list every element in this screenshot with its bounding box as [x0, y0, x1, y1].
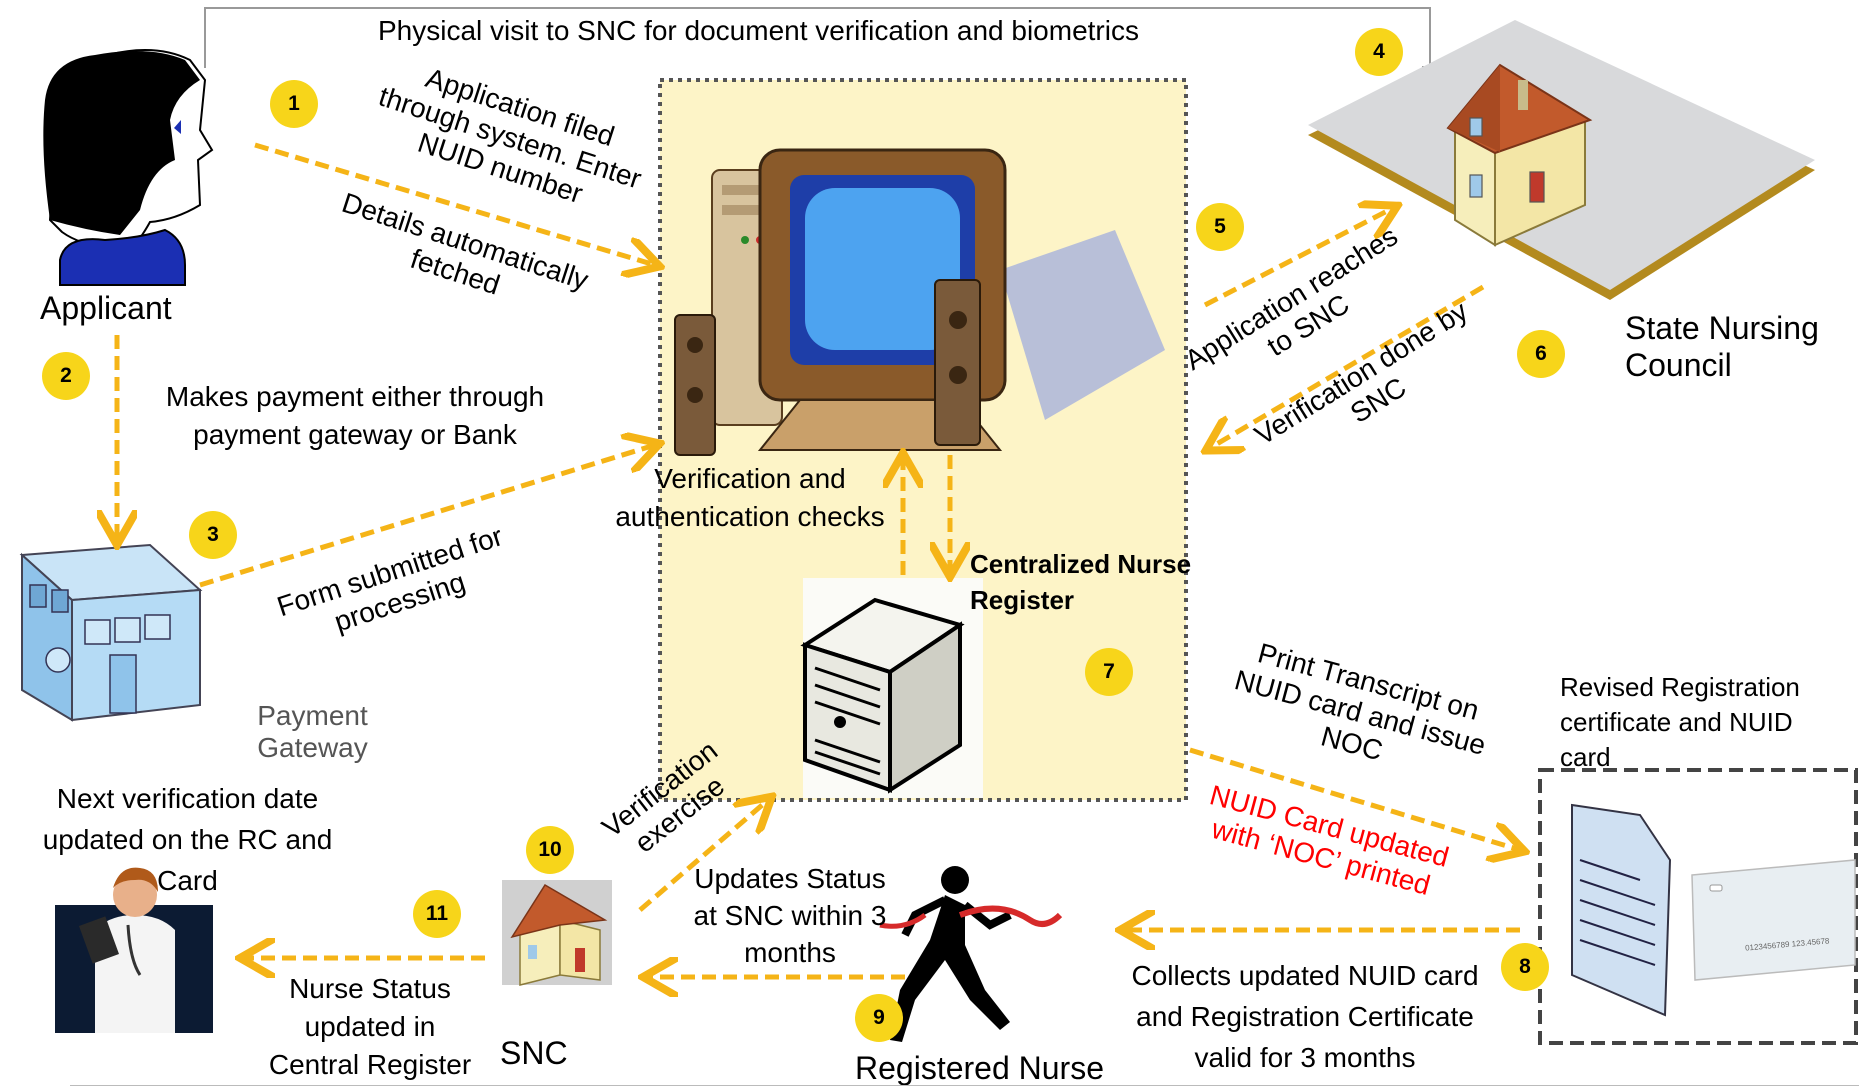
server-tower	[800, 578, 983, 798]
step-badge-5: 5	[1196, 203, 1244, 251]
applicant-figure	[43, 49, 214, 286]
step-badge-6: 6	[1517, 330, 1565, 378]
step-2-line-2: payment gateway or Bank	[193, 419, 517, 450]
step-8-text: Collects updated NUID card and Registrat…	[1085, 955, 1525, 1078]
arrow-step-6	[1210, 284, 1485, 448]
step-11-text: Nurse Status updated in Central Register	[250, 970, 490, 1084]
next-verification-line-1: Next verification date	[56, 783, 319, 814]
certificate-document	[1571, 803, 1672, 1017]
step-badge-4: 4	[1355, 28, 1403, 76]
step-badge-3: 3	[189, 511, 237, 559]
step-9-line-1: Updates Status	[694, 863, 886, 894]
step-2-line-1: Makes payment either through	[165, 381, 545, 412]
state-nursing-council-building	[1308, 20, 1815, 300]
revised-docs-box	[1538, 768, 1858, 1045]
revised-docs-line-1: Revised Registration	[1560, 672, 1800, 702]
step-8-line-1: Collects updated NUID card	[1131, 960, 1479, 991]
revised-docs-label: Revised Registration certificate and NUI…	[1560, 670, 1800, 775]
registered-nurse-label: Registered Nurse	[855, 1050, 1104, 1086]
register-label-line-1: Centralized Nurse	[970, 549, 1192, 579]
bottom-divider	[70, 1085, 1859, 1086]
snc-small-label: SNC	[500, 1035, 568, 1071]
verification-checks-text: Verification and authentication checks	[580, 460, 920, 536]
step-11-line-3: Central Register	[268, 1049, 472, 1080]
step-11-line-1: Nurse Status	[289, 973, 451, 1004]
arrow-step-5	[1203, 208, 1393, 308]
physical-visit-connector	[204, 7, 1430, 78]
physical-visit-label: Physical visit to SNC for document verif…	[378, 15, 1139, 46]
step-badge-10: 10	[526, 826, 574, 874]
snc-label-line-2: Council	[1625, 346, 1732, 383]
step-badge-7: 7	[1085, 648, 1133, 696]
snc-label-line-1: State Nursing	[1625, 310, 1819, 346]
step-badge-2: 2	[42, 352, 90, 400]
next-verification-line-2: updated on the RC and	[42, 824, 333, 855]
step-badge-11: 11	[413, 890, 461, 938]
step-badge-1: 1	[270, 80, 318, 128]
register-label-line-2: Register	[970, 585, 1075, 615]
next-verification-text: Next verification date updated on the RC…	[0, 778, 375, 901]
revised-docs-line-3: card	[1560, 742, 1611, 772]
step-8-line-2: and Registration Certificate	[1136, 1001, 1474, 1032]
step-9-line-3: months	[744, 937, 836, 968]
revised-docs-line-2: certificate and NUID	[1560, 707, 1793, 737]
step-2-text: Makes payment either through payment gat…	[130, 378, 580, 454]
doctor-figure	[55, 867, 213, 1033]
nuid-card	[1691, 859, 1856, 981]
verification-checks-line-2: authentication checks	[615, 501, 885, 532]
centralized-register-label: Centralized Nurse Register	[970, 546, 1191, 618]
payment-gateway-label: Payment Gateway	[230, 700, 395, 764]
arrow-step-1	[254, 142, 655, 265]
step-9-line-2: at SNC within 3	[693, 900, 887, 931]
arrow-step-10	[638, 800, 768, 912]
next-verification-line-3: Card	[157, 865, 218, 896]
step-badge-9: 9	[855, 994, 903, 1042]
verification-checks-line-1: Verification and	[654, 463, 846, 494]
step-9-text: Updates Status at SNC within 3 months	[670, 860, 910, 971]
applicant-label: Applicant	[40, 290, 172, 326]
payment-gateway-line-1: Payment	[257, 700, 368, 731]
arrow-print-transcript	[1189, 747, 1520, 850]
snc-building	[502, 880, 612, 986]
state-nursing-council-label: State Nursing Council	[1625, 310, 1819, 384]
payment-gateway-building	[19, 543, 203, 722]
computer-workstation	[674, 148, 1165, 456]
step-11-line-2: updated in	[304, 1011, 436, 1042]
step-8-line-3: valid for 3 months	[1194, 1042, 1416, 1073]
payment-gateway-line-2: Gateway	[257, 732, 368, 764]
arrow-step-3	[199, 445, 655, 588]
runner-figure	[879, 866, 1063, 1042]
step-badge-8: 8	[1501, 943, 1549, 991]
